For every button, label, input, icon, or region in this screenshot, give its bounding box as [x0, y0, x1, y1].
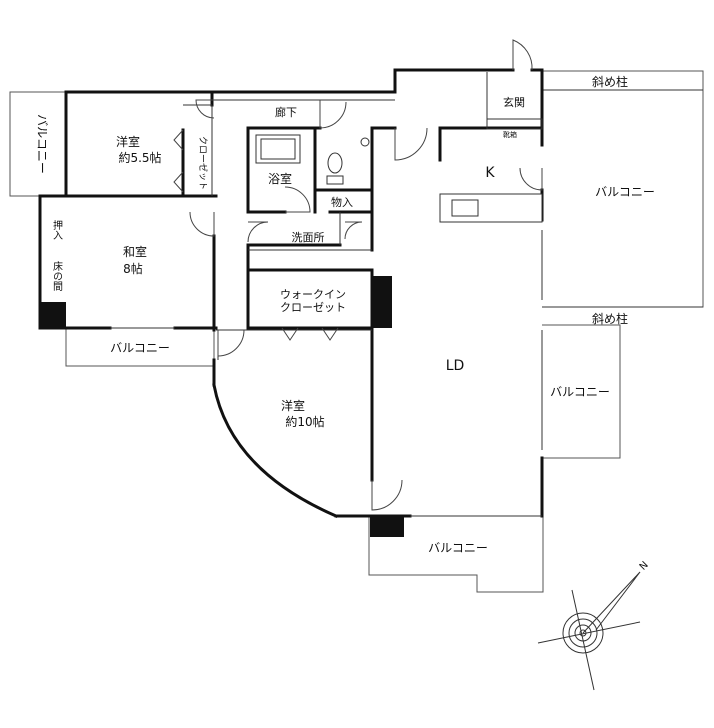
wall-bedroom2-curve [212, 383, 338, 518]
wall-top-right [530, 68, 544, 147]
label-oshiire: 押入 [51, 219, 63, 240]
door-wic-left [281, 327, 299, 341]
compass-ring-outer [562, 612, 604, 654]
door-storage [344, 221, 363, 240]
room-labels: バルコニー 洋室 約5.5帖 クローゼット 廊下 玄関 靴箱 浴室 物入 洗面所… [35, 74, 655, 555]
toilet-sink [360, 137, 370, 147]
compass-ring-mid [568, 618, 598, 648]
label-washitsu-name: 和室 [123, 244, 147, 259]
pillar-tokonoma [40, 302, 66, 328]
wall-top [64, 68, 515, 94]
label-bedroom2-name: 洋室 [281, 398, 305, 413]
label-balcony-east-upper: バルコニー [595, 185, 655, 199]
label-pillar-bottom: 斜め柱 [592, 311, 628, 326]
door-balcony-east [519, 167, 543, 191]
bathtub-inner [260, 138, 296, 160]
label-corridor: 廊下 [275, 105, 297, 119]
label-bedroom2-size: 約10帖 [285, 414, 324, 429]
door-closet1-top [173, 129, 184, 151]
door-closet1-bottom [173, 171, 184, 193]
door-wic-right [321, 327, 339, 341]
label-balcony-south: バルコニー [428, 541, 488, 555]
thin-lines [110, 72, 543, 517]
label-closet1: クローゼット [197, 136, 209, 190]
label-washroom: 洗面所 [292, 231, 325, 244]
label-bath: 浴室 [268, 171, 292, 186]
label-balcony-east-lower: バルコニー [550, 385, 610, 399]
compass-axis-ns [571, 589, 595, 691]
toilet [327, 152, 343, 174]
balcony-sw-outline [65, 328, 215, 367]
label-entrance: 玄関 [503, 95, 525, 109]
label-bedroom1-size: 約5.5帖 [118, 150, 161, 165]
label-kitchen: K [485, 165, 495, 181]
door-bedroom2 [217, 329, 245, 357]
label-storage: 物入 [331, 195, 353, 209]
fixtures [255, 134, 543, 223]
label-ld: LD [446, 358, 465, 374]
kitchen-sink [451, 199, 479, 217]
door-washroom [247, 221, 269, 243]
label-balcony-west: バルコニー [35, 114, 49, 174]
door-kitchen [394, 127, 428, 161]
label-balcony-sw: バルコニー [110, 341, 170, 355]
label-tokonoma: 床の間 [51, 260, 63, 292]
label-shoe-box: 靴箱 [503, 130, 517, 139]
label-bedroom1-name: 洋室 [116, 134, 140, 149]
door-washitsu [189, 211, 215, 237]
pillars [40, 276, 404, 537]
toilet-tank [326, 175, 344, 185]
compass-rose: N [537, 560, 651, 691]
pillar-ld-south [370, 515, 404, 537]
doors [173, 39, 543, 511]
door-entrance [512, 39, 533, 71]
label-washitsu-size: 8帖 [123, 261, 143, 276]
shoe-box [486, 118, 543, 130]
compass-needle [582, 571, 641, 634]
compass-north-label: N [638, 560, 651, 573]
door-bath [284, 186, 311, 213]
balcony-east-lower-outline [542, 324, 621, 459]
pillar-wic [372, 276, 392, 328]
door-ld-south [371, 479, 403, 511]
balcony-south-outline [368, 516, 544, 593]
door-bedroom1 [195, 99, 215, 119]
balcony-outlines [9, 70, 704, 593]
wall-walkin-box [246, 268, 374, 330]
label-walkin-line2: クローゼット [280, 301, 346, 314]
label-walkin-line1: ウォークイン [280, 288, 346, 301]
compass-axis-ew [537, 621, 641, 644]
door-toilet [319, 100, 347, 129]
label-pillar-top: 斜め柱 [592, 74, 628, 89]
